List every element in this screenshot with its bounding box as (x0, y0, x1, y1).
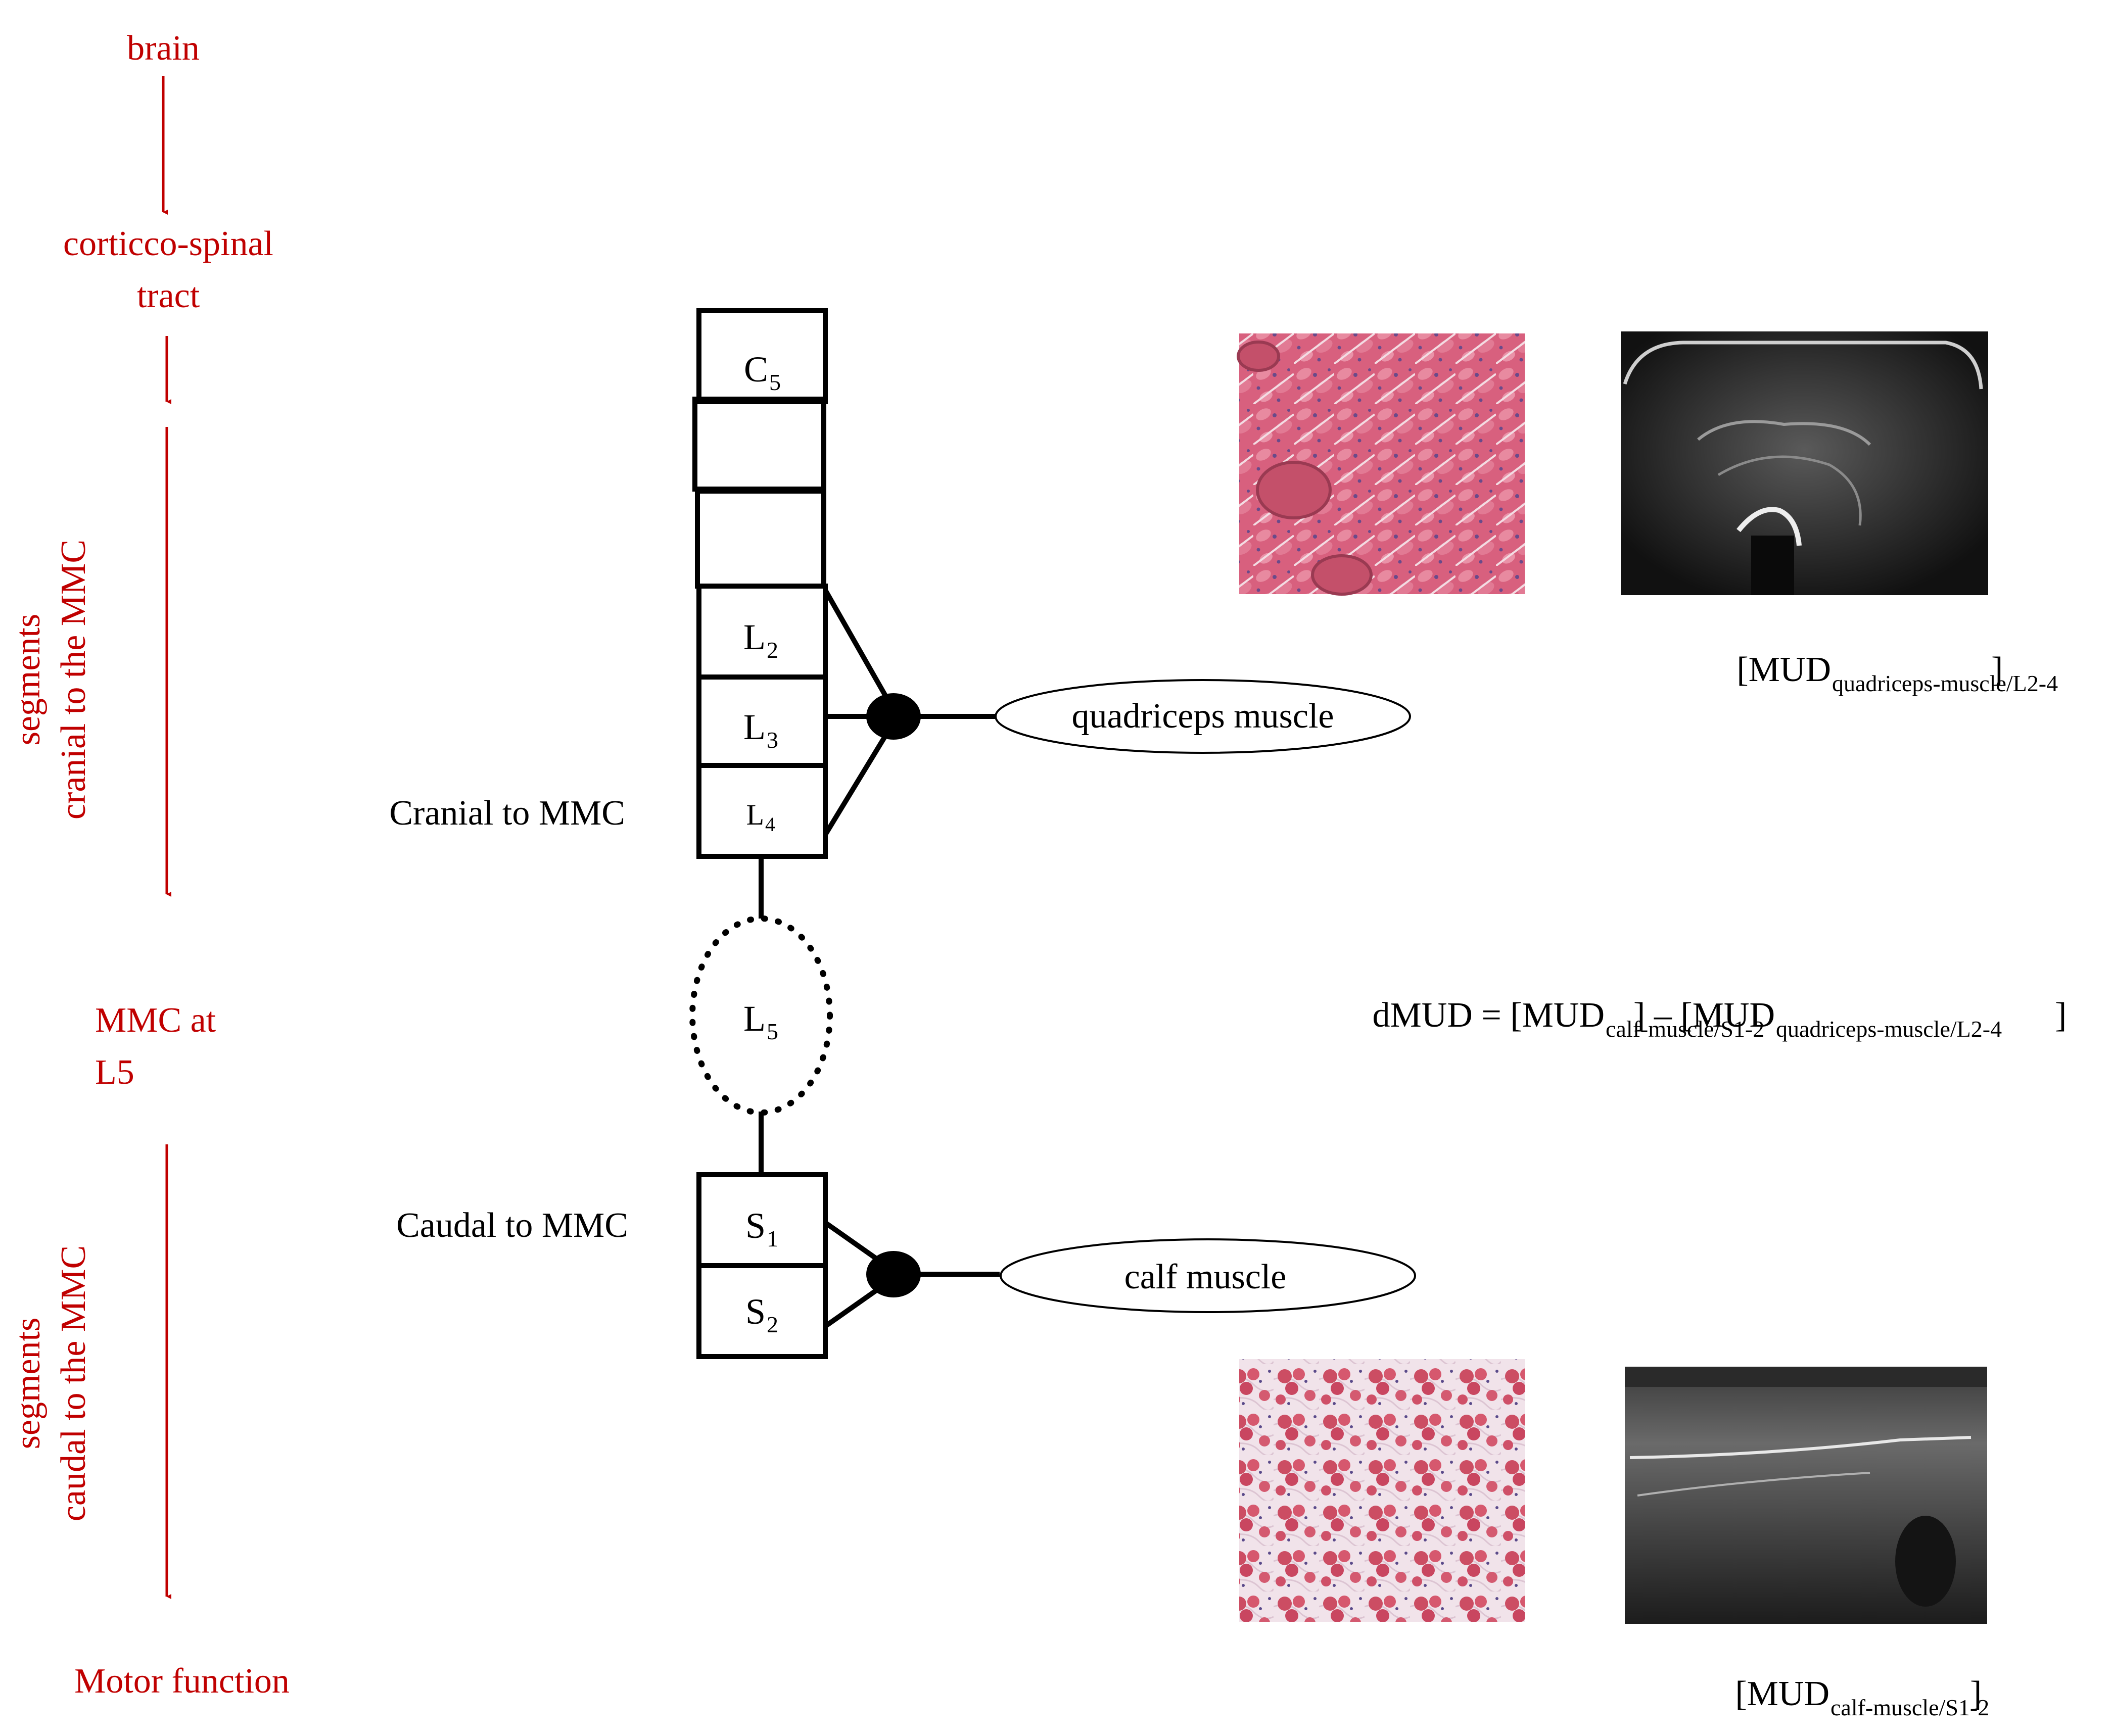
dmud-formula-close: ] (2055, 996, 2067, 1035)
motor-function-label: Motor function (74, 1662, 290, 1701)
caudal-segment-column (696, 1172, 828, 1359)
segment-l3-subscript: 3 (767, 727, 778, 753)
segment-box-blank-1 (692, 397, 826, 492)
segment-c5-letter: C (744, 349, 768, 390)
calf-junction-node (866, 1251, 921, 1297)
dmud-formula-middle: ] – [MUD (1633, 996, 1775, 1035)
tract-label-line2: tract (137, 276, 200, 315)
dmud-formula-subscript-2: quadriceps-muscle/L2-4 (1776, 1016, 2002, 1042)
cranial-segment-column (692, 308, 828, 859)
segment-l3-letter: L (743, 707, 766, 747)
calf-muscle-label: calf muscle (1124, 1258, 1287, 1296)
cranial-segments-label-line1: segments (9, 614, 48, 746)
dmud-formula-prefix: dMUD = [MUD (1373, 996, 1605, 1035)
calf-muscle-ellipse (1000, 1238, 1416, 1313)
mud-quadriceps-open: [MUD (1736, 650, 1831, 689)
quadriceps-muscle-ellipse (995, 679, 1411, 754)
segment-l5-subscript: 5 (767, 1019, 778, 1044)
segment-box-s2 (696, 1263, 828, 1359)
caudal-to-mmc-label: Caudal to MMC (396, 1206, 628, 1245)
brain-label: brain (127, 29, 200, 68)
quadriceps-muscle-label: quadriceps muscle (1072, 697, 1334, 736)
cranial-to-mmc-label: Cranial to MMC (389, 794, 625, 833)
calf-ultrasound-image (1625, 1367, 1987, 1624)
segment-c5-subscript: 5 (769, 369, 781, 395)
segment-l5-letter: L (743, 998, 766, 1039)
segment-l4-subscript: 4 (765, 813, 775, 836)
mud-calf-subscript: calf-muscle/S1-2 (1831, 1695, 1989, 1720)
quadriceps-junction-node (866, 693, 921, 740)
segment-l4-letter: L (746, 798, 764, 831)
caudal-segments-label-line1: segments (9, 1318, 48, 1450)
segment-l2-letter: L (743, 617, 766, 657)
segment-s1-subscript: 1 (767, 1226, 778, 1251)
cranial-segments-label-line2: cranial to the MMC (54, 540, 93, 819)
caudal-segments-label-line2: caudal to the MMC (54, 1245, 93, 1521)
mmc-label-line1: MMC at (95, 1001, 216, 1040)
segment-s2-letter: S (745, 1291, 766, 1332)
mud-quadriceps-subscript: quadriceps-muscle/L2-4 (1832, 670, 2058, 696)
mud-calf-close: ] (1970, 1674, 1982, 1713)
segment-s2-subscript: 2 (767, 1312, 778, 1337)
quadriceps-histology-image (1237, 333, 1525, 596)
mud-quadriceps-close: ] (1991, 650, 2003, 689)
quadriceps-ultrasound-image (1621, 331, 1988, 595)
mmc-label-line2: L5 (95, 1053, 134, 1092)
mud-calf-open: [MUD (1735, 1674, 1829, 1713)
segment-l2-subscript: 2 (767, 637, 778, 663)
segment-s1-letter: S (745, 1205, 766, 1246)
segment-box-blank-2 (695, 489, 826, 589)
dmud-formula-subscript-1: calf-muscle/S1-2 (1606, 1016, 1764, 1042)
tract-label-line1: corticco-spinal (63, 224, 273, 263)
calf-histology-image (1239, 1359, 1525, 1622)
